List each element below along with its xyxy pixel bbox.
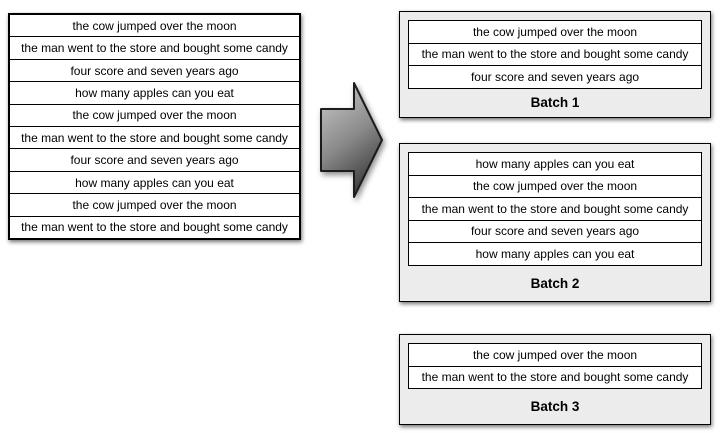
- sentence-row: the cow jumped over the moon: [409, 21, 701, 44]
- batch-1-label: Batch 1: [530, 95, 580, 111]
- sentence-row: four score and seven years ago: [409, 66, 701, 88]
- sentence-row: how many apples can you eat: [10, 171, 299, 195]
- sentence-row: the man went to the store and bought som…: [10, 127, 299, 150]
- sentence-row: the man went to the store and bought som…: [409, 43, 701, 66]
- sentence-row: the cow jumped over the moon: [10, 15, 299, 38]
- sentence-row: the man went to the store and bought som…: [409, 198, 701, 221]
- sentence-row: how many apples can you eat: [409, 153, 701, 176]
- sentence-row: how many apples can you eat: [409, 243, 701, 265]
- sentence-row: the cow jumped over the moon: [409, 175, 701, 198]
- sentence-row: the cow jumped over the moon: [10, 104, 299, 128]
- right-block-arrow-icon: [320, 82, 383, 198]
- sentence-row: the man went to the store and bought som…: [10, 37, 299, 60]
- sentence-row: how many apples can you eat: [10, 82, 299, 105]
- batch-2-label: Batch 2: [530, 275, 580, 291]
- sentence-row: the man went to the store and bought som…: [409, 366, 701, 388]
- sentence-row: the cow jumped over the moon: [10, 194, 299, 217]
- batch-3-label: Batch 3: [530, 399, 580, 414]
- sentence-row: four score and seven years ago: [10, 149, 299, 172]
- sentence-row: the man went to the store and bought som…: [10, 216, 299, 239]
- sentence-row: the cow jumped over the moon: [409, 344, 701, 367]
- sentence-row: four score and seven years ago: [409, 220, 701, 243]
- sentence-row: four score and seven years ago: [10, 59, 299, 83]
